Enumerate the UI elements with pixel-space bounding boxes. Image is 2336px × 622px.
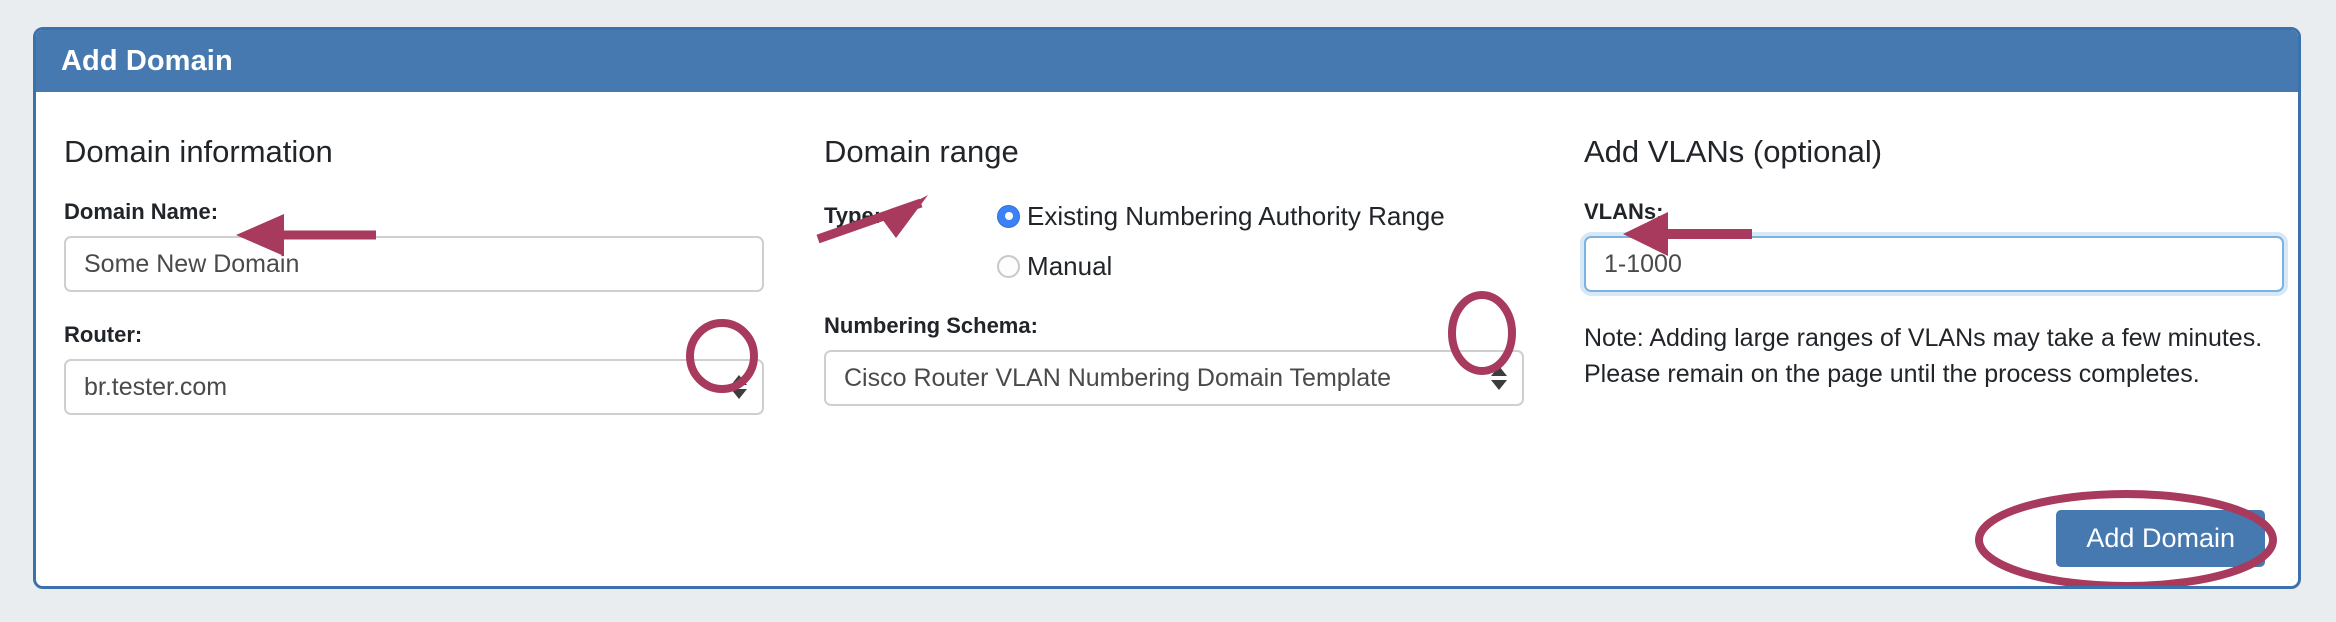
type-row: Type: Existing Numbering Authority Range… xyxy=(824,199,1564,283)
page-title: Add Domain xyxy=(61,44,233,77)
numbering-schema-select[interactable]: Cisco Router VLAN Numbering Domain Templ… xyxy=(824,350,1524,407)
numbering-schema-label: Numbering Schema: xyxy=(824,313,1038,339)
radio-existing-numbering-authority-range[interactable]: Existing Numbering Authority Range xyxy=(997,199,1445,233)
domain-name-input[interactable] xyxy=(64,236,764,293)
column-add-vlans: Add VLANs (optional) VLANs: Note: Adding… xyxy=(1584,92,2284,417)
numbering-schema-select-wrap[interactable]: Cisco Router VLAN Numbering Domain Templ… xyxy=(824,350,1524,407)
radio-unselected-icon[interactable] xyxy=(997,254,1021,278)
vlans-note: Note: Adding large ranges of VLANs may t… xyxy=(1584,324,2263,389)
domain-range-heading: Domain range xyxy=(824,134,1019,169)
add-vlans-heading: Add VLANs (optional) xyxy=(1584,134,1883,169)
add-domain-button[interactable]: Add Domain xyxy=(2056,510,2265,567)
domain-information-heading: Domain information xyxy=(64,134,333,169)
panel-body: Domain information Domain Name: Router: … xyxy=(36,92,2298,586)
radio-selected-icon[interactable] xyxy=(997,204,1021,228)
domain-name-label: Domain Name: xyxy=(64,199,219,225)
numbering-schema-select-value: Cisco Router VLAN Numbering Domain Templ… xyxy=(844,363,1391,392)
router-label: Router: xyxy=(64,322,143,348)
vlans-input[interactable] xyxy=(1584,236,2284,293)
router-select-wrap[interactable]: br.tester.com xyxy=(64,359,764,416)
type-radio-group: Existing Numbering Authority Range Manua… xyxy=(997,199,1445,283)
radio-label-existing: Existing Numbering Authority Range xyxy=(1027,200,1445,231)
router-select[interactable]: br.tester.com xyxy=(64,359,764,416)
add-domain-panel: Add Domain Domain information Domain Nam… xyxy=(33,27,2301,589)
panel-header: Add Domain xyxy=(36,30,2298,92)
vlans-label: VLANs: xyxy=(1584,199,1664,225)
router-select-value: br.tester.com xyxy=(84,372,228,401)
stepper-updown-icon[interactable] xyxy=(1491,363,1507,393)
radio-label-manual: Manual xyxy=(1027,250,1113,281)
column-domain-range: Domain range Type: Existing Numbering Au… xyxy=(824,92,1564,407)
type-label: Type: xyxy=(824,203,882,229)
radio-manual[interactable]: Manual xyxy=(997,249,1445,283)
column-domain-information: Domain information Domain Name: Router: … xyxy=(64,92,804,416)
stepper-updown-icon[interactable] xyxy=(731,372,747,402)
